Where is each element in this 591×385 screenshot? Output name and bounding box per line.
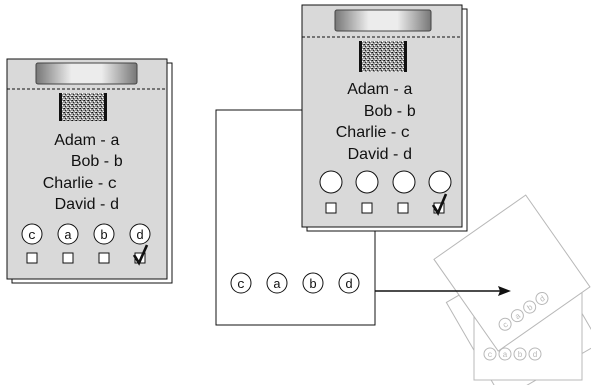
right-empty-bubble xyxy=(320,171,342,193)
svg-text:c: c xyxy=(488,351,493,360)
svg-text:b: b xyxy=(309,277,317,292)
right-ballot-barcode-edge xyxy=(404,41,407,72)
left-ballot-barcode-edge xyxy=(59,93,62,121)
right-candidate-line: Bob - b xyxy=(364,103,416,121)
strip-bubble: b xyxy=(303,273,323,293)
left-ballot: Adam - a Bob - b Charlie - c David - d c… xyxy=(7,59,172,283)
right-empty-bubble xyxy=(429,171,451,193)
right-empty-bubble xyxy=(393,171,415,193)
svg-text:b: b xyxy=(518,351,523,360)
svg-text:c: c xyxy=(237,277,245,292)
right-ballot: Adam - a Bob - b Charlie - c David - d xyxy=(302,5,467,231)
svg-text:d: d xyxy=(136,228,144,243)
left-bubble: a xyxy=(58,224,78,244)
pile-middle-bubble: b xyxy=(514,348,526,360)
strip-bubble: c xyxy=(231,273,251,293)
right-checkbox xyxy=(398,203,408,213)
svg-text:a: a xyxy=(503,351,508,360)
left-checkbox xyxy=(99,253,109,263)
strip-bubble: d xyxy=(339,273,359,293)
left-candidate-line: Bob - b xyxy=(71,153,123,171)
svg-text:a: a xyxy=(64,228,72,243)
left-candidate-line: David - d xyxy=(55,196,120,214)
left-bubble: d xyxy=(130,224,150,244)
left-candidate-line: Charlie - c xyxy=(43,175,118,193)
right-empty-bubble xyxy=(356,171,378,193)
pile-middle-bubble: d xyxy=(529,348,541,360)
svg-text:a: a xyxy=(273,277,281,292)
right-candidate-line: David - d xyxy=(348,146,413,164)
right-ballot-barcode-edge xyxy=(359,41,362,72)
right-checkbox xyxy=(326,203,336,213)
right-candidate-line: Adam - a xyxy=(347,81,413,99)
pile-middle-bubble: c xyxy=(484,348,496,360)
left-checkbox xyxy=(63,253,73,263)
left-ballot-barcode-edge xyxy=(104,93,107,121)
left-bubble: c xyxy=(22,224,42,244)
strip-bubble: a xyxy=(267,273,287,293)
left-ballot-header-bar xyxy=(36,63,137,84)
right-candidate-line: Charlie - c xyxy=(336,124,411,142)
svg-text:c: c xyxy=(28,228,36,243)
left-bubble: b xyxy=(94,224,114,244)
svg-text:b: b xyxy=(100,228,108,243)
svg-text:d: d xyxy=(533,351,538,360)
left-candidate-line: Adam - a xyxy=(54,132,120,150)
svg-text:d: d xyxy=(345,277,353,292)
right-ballot-header-bar xyxy=(335,10,431,31)
right-ballot-barcode xyxy=(359,41,407,72)
left-checkbox xyxy=(27,253,37,263)
left-ballot-barcode xyxy=(59,93,107,121)
right-checkbox xyxy=(362,203,372,213)
